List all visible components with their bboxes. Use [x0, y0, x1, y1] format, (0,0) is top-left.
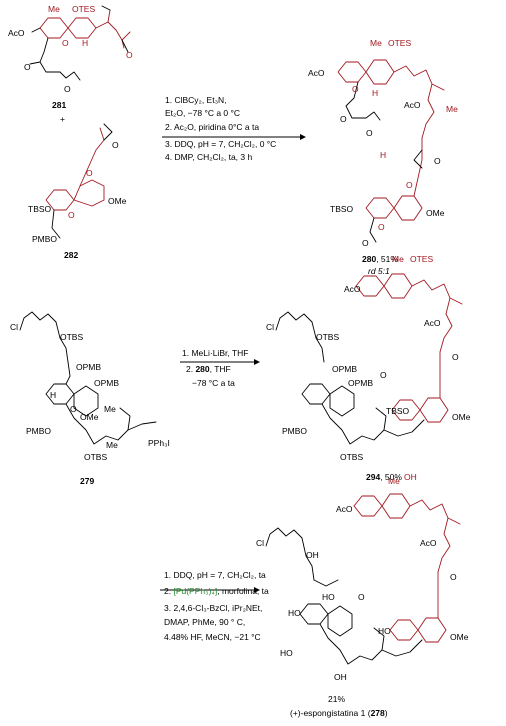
atom-label: AcO [404, 100, 421, 110]
condition-line: DMAP, PhMe, 90 ° C, [164, 617, 245, 627]
condition-line: 1. ClBCy₂, Et₃N, [165, 95, 227, 105]
atom-label: OMe [450, 632, 469, 642]
atom-label: OH [306, 550, 319, 560]
atom-label: OTBS [60, 332, 83, 342]
atom-label: AcO [8, 28, 25, 38]
atom-label: O [362, 238, 369, 248]
atom-label: OTBS [340, 452, 363, 462]
atom-label: O [434, 156, 441, 166]
atom-label: OPMB [332, 364, 357, 374]
condition-line: 4.48% HF, MeCN, −21 °C [164, 632, 261, 642]
atom-label: AcO [420, 538, 437, 548]
atom-label: O [24, 62, 31, 72]
compound-label-279: 279 [80, 476, 94, 486]
atom-label: OPMB [94, 378, 119, 388]
atom-label: OH [334, 672, 347, 682]
atom-label: OTES [72, 4, 95, 14]
compound-label-282: 282 [64, 250, 78, 260]
condition-line: 2. [Pd(PPh₃)₄], morfolina, ta [164, 586, 269, 596]
yield-278: 21% [328, 694, 345, 704]
atom-label: PPh₃I [148, 438, 170, 448]
atom-label: Me [370, 38, 382, 48]
atom-label: OPMB [76, 362, 101, 372]
atom-label: PMBO [26, 426, 51, 436]
product-280-rd: rd 5:1 [368, 266, 390, 276]
atom-label: OPMB [348, 378, 373, 388]
compound-279 [19, 311, 157, 445]
atom-label: H [82, 38, 88, 48]
atom-label: Me [104, 404, 116, 414]
atom-label: O [86, 168, 93, 178]
condition-line: 2. Ac₂O, piridina 0°C a ta [165, 122, 259, 132]
atom-label: AcO [308, 68, 325, 78]
atom-label: PMBO [32, 234, 57, 244]
atom-label: Cl [256, 538, 264, 548]
compound-280 [337, 59, 445, 243]
atom-label: H [372, 88, 378, 98]
compound-281 [29, 5, 131, 81]
atom-label: Cl [10, 322, 18, 332]
atom-label: TBSO [330, 204, 354, 214]
atom-label: H [50, 390, 56, 400]
atom-label: O [112, 140, 119, 150]
product-278-caption: (+)-espongistatina 1 (278) [290, 708, 388, 718]
atom-label: O [68, 210, 75, 220]
compound-278 [265, 493, 461, 665]
product-294-caption: 294, 50% [366, 472, 402, 482]
atom-label: OTBS [316, 332, 339, 342]
atom-label: PMBO [282, 426, 307, 436]
atom-label: O [378, 222, 385, 232]
atom-label: OTBS [84, 452, 107, 462]
compound-294 [275, 273, 463, 445]
atom-label: O [352, 84, 359, 94]
atom-label: O [358, 592, 365, 602]
atom-label: OTES [410, 254, 433, 264]
condition-line: 2. 280, THF [186, 364, 231, 374]
atom-label: OTES [388, 38, 411, 48]
atom-label: HO [280, 648, 293, 658]
atom-label: Me [388, 476, 400, 486]
atom-label: O [62, 38, 69, 48]
condition-line: 3. DDQ, pH = 7, CH₂Cl₂, 0 °C [165, 139, 276, 149]
compound-282 [45, 123, 113, 239]
atom-label: OMe [426, 208, 445, 218]
atom-label: O [380, 370, 387, 380]
atom-label: AcO [336, 504, 353, 514]
atom-label: TBSO [28, 204, 52, 214]
atom-label: TBSO [386, 406, 410, 416]
atom-label: O [64, 84, 71, 94]
atom-label: AcO [424, 318, 441, 328]
condition-line: 3. 2,4,6-Cl₃-BzCl, iPr₂NEt, [164, 603, 262, 613]
atom-label: O [340, 114, 347, 124]
condition-line: 1. DDQ, pH = 7, CH₂Cl₂, ta [164, 570, 266, 580]
condition-line: −78 °C a ta [192, 378, 235, 388]
condition-line: 1. MeLi·LiBr, THF [182, 348, 248, 358]
atom-label: O [452, 352, 459, 362]
condition-line: 4. DMP, CH₂Cl₂, ta, 3 h [165, 152, 252, 162]
atom-label: Cl [266, 322, 274, 332]
atom-label: Me [392, 254, 404, 264]
plus-sign: + [60, 114, 65, 124]
atom-label: Me [106, 440, 118, 450]
atom-label: HO [322, 592, 335, 602]
atom-label: O [450, 572, 457, 582]
atom-label: O [126, 50, 133, 60]
atom-label: HO [378, 626, 391, 636]
atom-label: O [366, 128, 373, 138]
atom-label: OMe [452, 412, 471, 422]
atom-label: HO [288, 608, 301, 618]
atom-label: H [380, 150, 386, 160]
product-280-caption: 280, 51% [362, 254, 398, 264]
atom-label: Me [446, 104, 458, 114]
atom-label: OH [404, 472, 417, 482]
atom-label: O [70, 404, 77, 414]
condition-line: Et₂O, −78 °C a 0 °C [165, 108, 240, 118]
compound-label-281: 281 [52, 100, 66, 110]
atom-label: OMe [80, 412, 99, 422]
atom-label: AcO [344, 284, 361, 294]
atom-label: OMe [108, 196, 127, 206]
atom-label: Me [48, 4, 60, 14]
atom-label: O [406, 180, 413, 190]
